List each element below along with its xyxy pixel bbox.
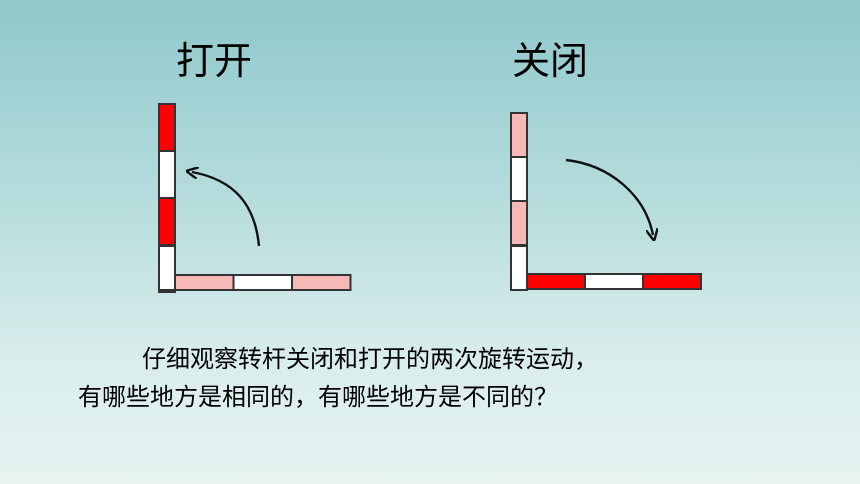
open-gate-vertical-segment-white [158, 150, 176, 199]
open-gate [158, 103, 352, 293]
close-gate-corner [510, 245, 528, 291]
question-text: 仔细观察转杆关闭和打开的两次旋转运动， 有哪些地方是相同的，有哪些地方是不同的？ [78, 340, 838, 416]
open-gate-horizontal-segment-pink [174, 274, 235, 291]
close-gate-vertical-segment-pink [510, 200, 528, 246]
open-gate-horizontal-segment-pink [291, 274, 352, 291]
close-gate-vertical-segment-white [510, 156, 528, 202]
open-gate-horizontal-arm [174, 274, 352, 291]
close-gate-horizontal-segment-red [642, 273, 702, 290]
open-gate-vertical-segment-red [158, 103, 176, 152]
close-gate-vertical-segment-pink [510, 112, 528, 158]
close-gate-horizontal-outline [526, 273, 702, 290]
open-gate-corner [158, 245, 176, 291]
open-label: 打开 [176, 39, 253, 83]
close-gate [510, 112, 702, 291]
close-gate-horizontal-arm [526, 273, 702, 290]
close-gate-horizontal-segment-red [526, 273, 586, 290]
question-line-2: 有哪些地方是相同的，有哪些地方是不同的？ [78, 383, 558, 411]
open-gate-vertical-segment-red [158, 197, 176, 246]
clockwise-arrow-icon [565, 158, 653, 235]
close-gate-horizontal-segment-white [584, 273, 644, 290]
close-label: 关闭 [512, 39, 589, 83]
open-gate-horizontal-segment-white [232, 274, 293, 291]
question-line-1: 仔细观察转杆关闭和打开的两次旋转运动， [142, 345, 598, 373]
counterclockwise-arrow-icon [192, 172, 261, 247]
